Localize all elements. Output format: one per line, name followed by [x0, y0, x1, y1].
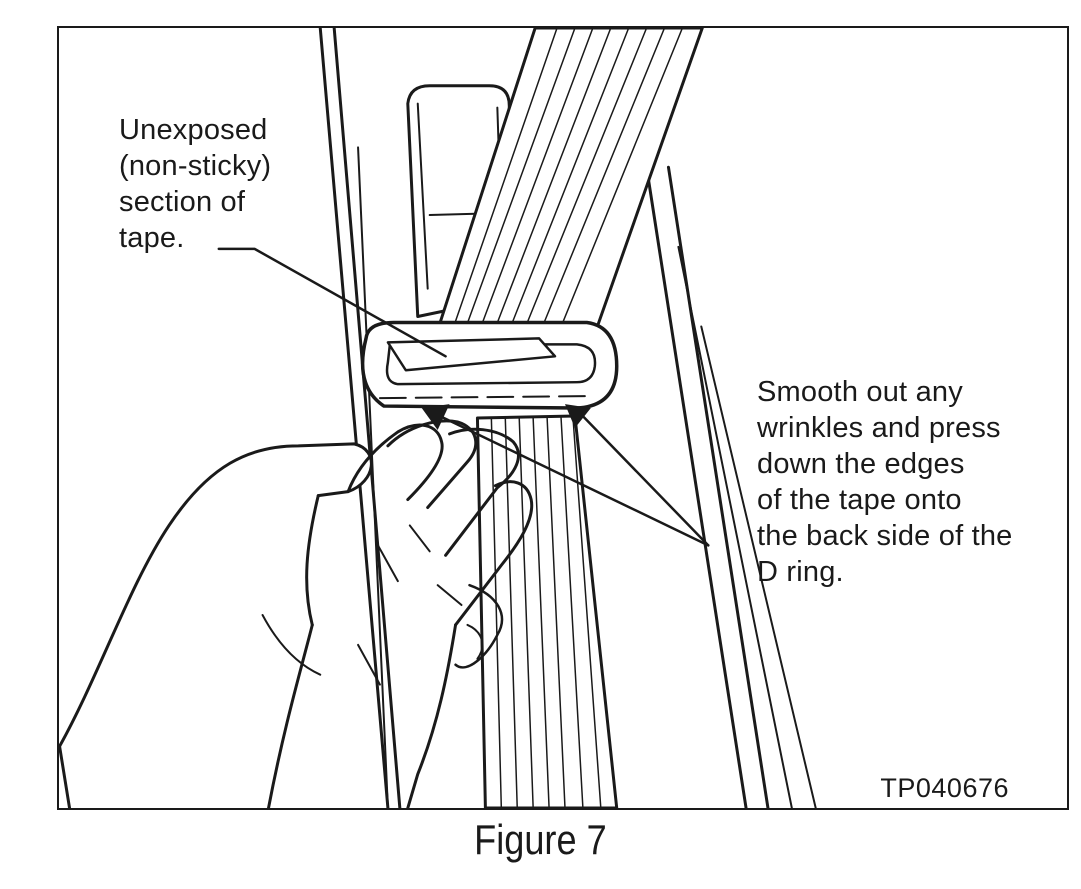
leader-line-edges — [434, 408, 710, 547]
figure-caption: Figure 7 — [474, 816, 607, 863]
illustration-frame: Unexposed (non-sticky) section of tape. … — [57, 26, 1069, 810]
pillar-trim-right — [645, 165, 817, 808]
seatbelt-d-ring-illustration — [59, 28, 817, 808]
callout-unexposed-tape: Unexposed (non-sticky) section of tape. — [119, 114, 272, 254]
pillar-trim-left — [318, 28, 402, 808]
leader-line-tape — [217, 247, 447, 358]
callout-smooth-edges: Smooth out any wrinkles and press down t… — [757, 376, 1013, 588]
d-ring — [360, 320, 619, 410]
arrowhead-right-icon — [564, 404, 591, 428]
arrowhead-left-icon — [421, 404, 450, 430]
belt-lower — [475, 414, 619, 808]
hand-drawing — [59, 419, 534, 808]
figure-code: TP040676 — [880, 773, 1009, 803]
